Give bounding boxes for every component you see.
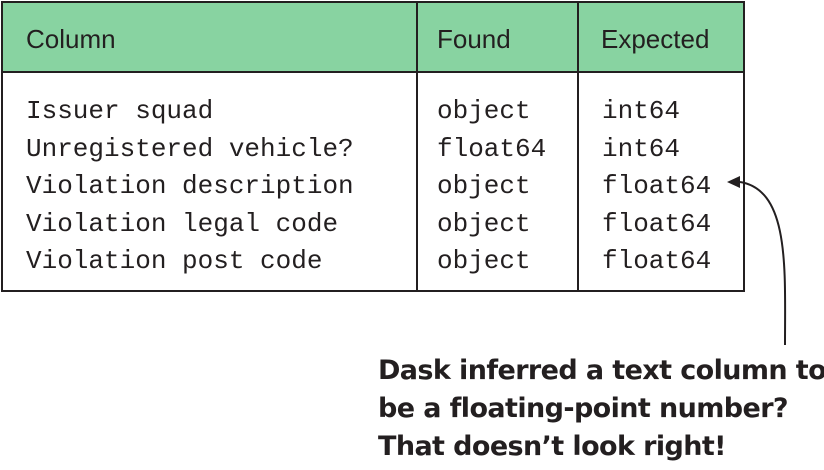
expected-types: int64 int64 float64 float64 float64 — [602, 93, 711, 281]
header-column: Column — [26, 24, 116, 54]
cell-found: object — [437, 208, 531, 239]
header-expected: Expected — [601, 24, 710, 54]
cell-column: Issuer squad — [26, 96, 214, 126]
cell-column: Violation description — [26, 171, 354, 201]
cell-column: Violation post code — [26, 246, 323, 276]
annotation-callout: Dask inferred a text column to be a floa… — [378, 352, 824, 466]
cell-found: object — [437, 171, 531, 201]
dtype-comparison-table: Column Found Expected Issuer squad Unreg… — [1, 1, 745, 292]
cell-expected: int64 — [602, 96, 681, 126]
found-types: object float64 object object object — [437, 93, 546, 281]
cell-found: object — [437, 96, 531, 126]
cell-expected: float64 — [602, 171, 712, 201]
header-found: Found — [437, 24, 511, 54]
column-names: Issuer squad Unregistered vehicle? Viola… — [26, 93, 354, 281]
column-divider — [577, 3, 579, 290]
cell-column: Violation legal code — [26, 208, 339, 239]
cell-found: float64 — [437, 133, 547, 164]
cell-expected: float64 — [602, 246, 712, 276]
callout-arrow-line — [739, 181, 787, 346]
table-header: Column Found Expected — [3, 3, 743, 73]
cell-found: object — [437, 246, 531, 276]
cell-expected: int64 — [602, 133, 681, 164]
column-divider — [416, 3, 418, 290]
annotation-line: Dask inferred a text column to — [378, 355, 824, 386]
annotation-line: That doesn’t look right! — [378, 431, 726, 462]
annotation-line: be a floating-point number? — [378, 393, 789, 424]
cell-column: Unregistered vehicle? — [26, 133, 354, 164]
cell-expected: float64 — [602, 208, 712, 239]
